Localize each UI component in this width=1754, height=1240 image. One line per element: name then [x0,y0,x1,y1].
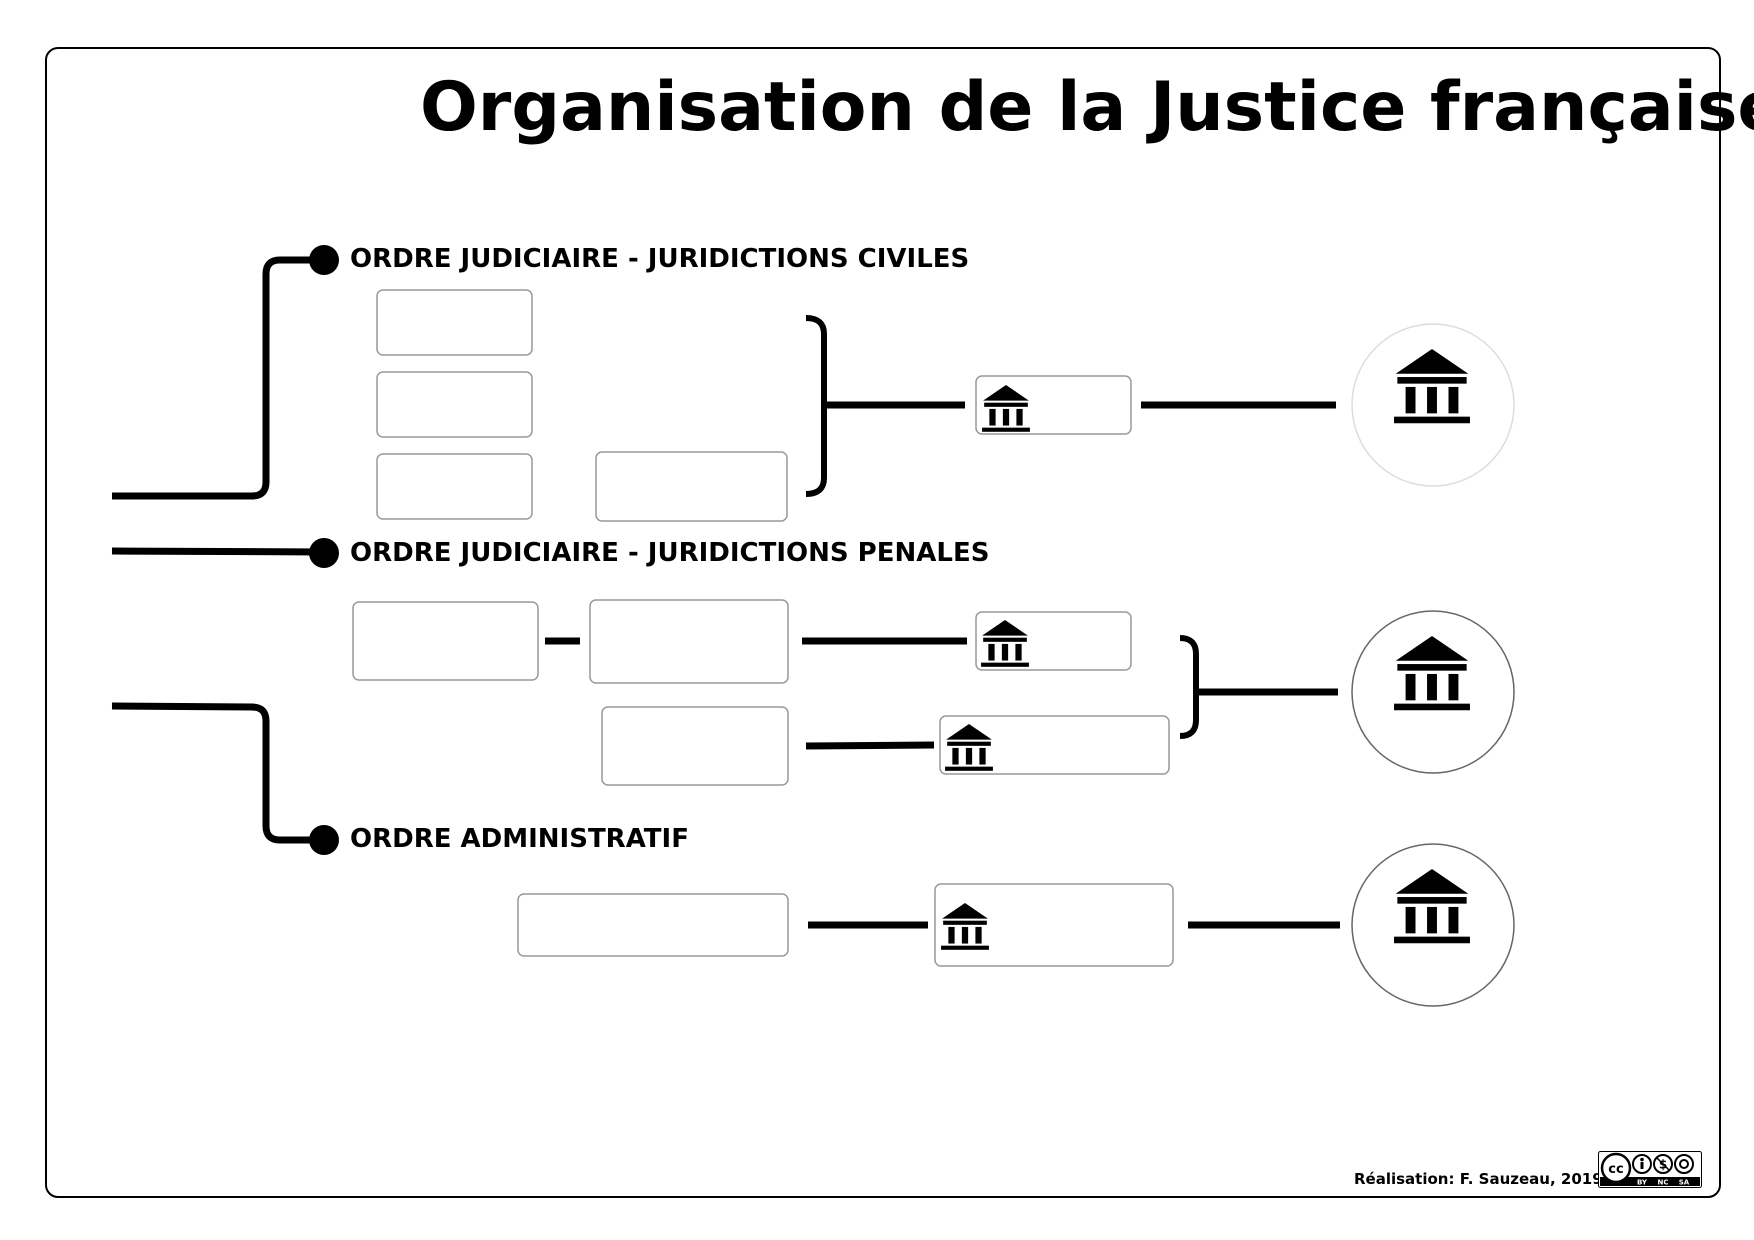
sa-icon [1674,1154,1694,1174]
bullet-civil [309,245,339,275]
penal-appeal-box-2[interactable] [939,715,1170,775]
penal-box-3[interactable] [601,706,789,786]
penal-box-1[interactable] [352,601,539,681]
penal-appeal-box-1[interactable] [975,611,1132,671]
license-nc-label: NC [1658,1179,1669,1187]
penal-box-2[interactable] [589,599,789,684]
cc-license-badge: cc $ BY NC SA [1598,1151,1702,1188]
cc-logo-text: cc [1608,1162,1623,1177]
civil-box-3[interactable] [376,453,533,520]
bullet-penal [309,538,339,568]
page-title: Organisation de la Justice française [420,68,1754,147]
license-by-label: BY [1637,1179,1648,1187]
license-sa-label: SA [1679,1179,1690,1187]
penal-bracket [1179,635,1199,739]
penal-link-3 [805,741,935,750]
outer-border [45,47,1721,1198]
section-label-penal: ORDRE JUDICIAIRE - JURIDICTIONS PENALES [350,538,990,568]
section-label-admin: ORDRE ADMINISTRATIF [350,824,689,854]
connector-admin [111,702,324,844]
civil-box-1[interactable] [376,289,533,356]
civil-box-4[interactable] [595,451,788,522]
civil-bracket [805,315,827,497]
admin-appeal-box[interactable] [934,883,1174,967]
bullet-admin [309,825,339,855]
connector-civil [112,256,324,500]
section-label-civil: ORDRE JUDICIAIRE - JURIDICTIONS CIVILES [350,244,970,274]
civil-appeal-box[interactable] [975,375,1132,435]
civil-box-2[interactable] [376,371,533,438]
author-credit: Réalisation: F. Sauzeau, 2019 [1354,1170,1603,1188]
connector-penal [111,547,325,556]
admin-box-1[interactable] [517,893,789,957]
